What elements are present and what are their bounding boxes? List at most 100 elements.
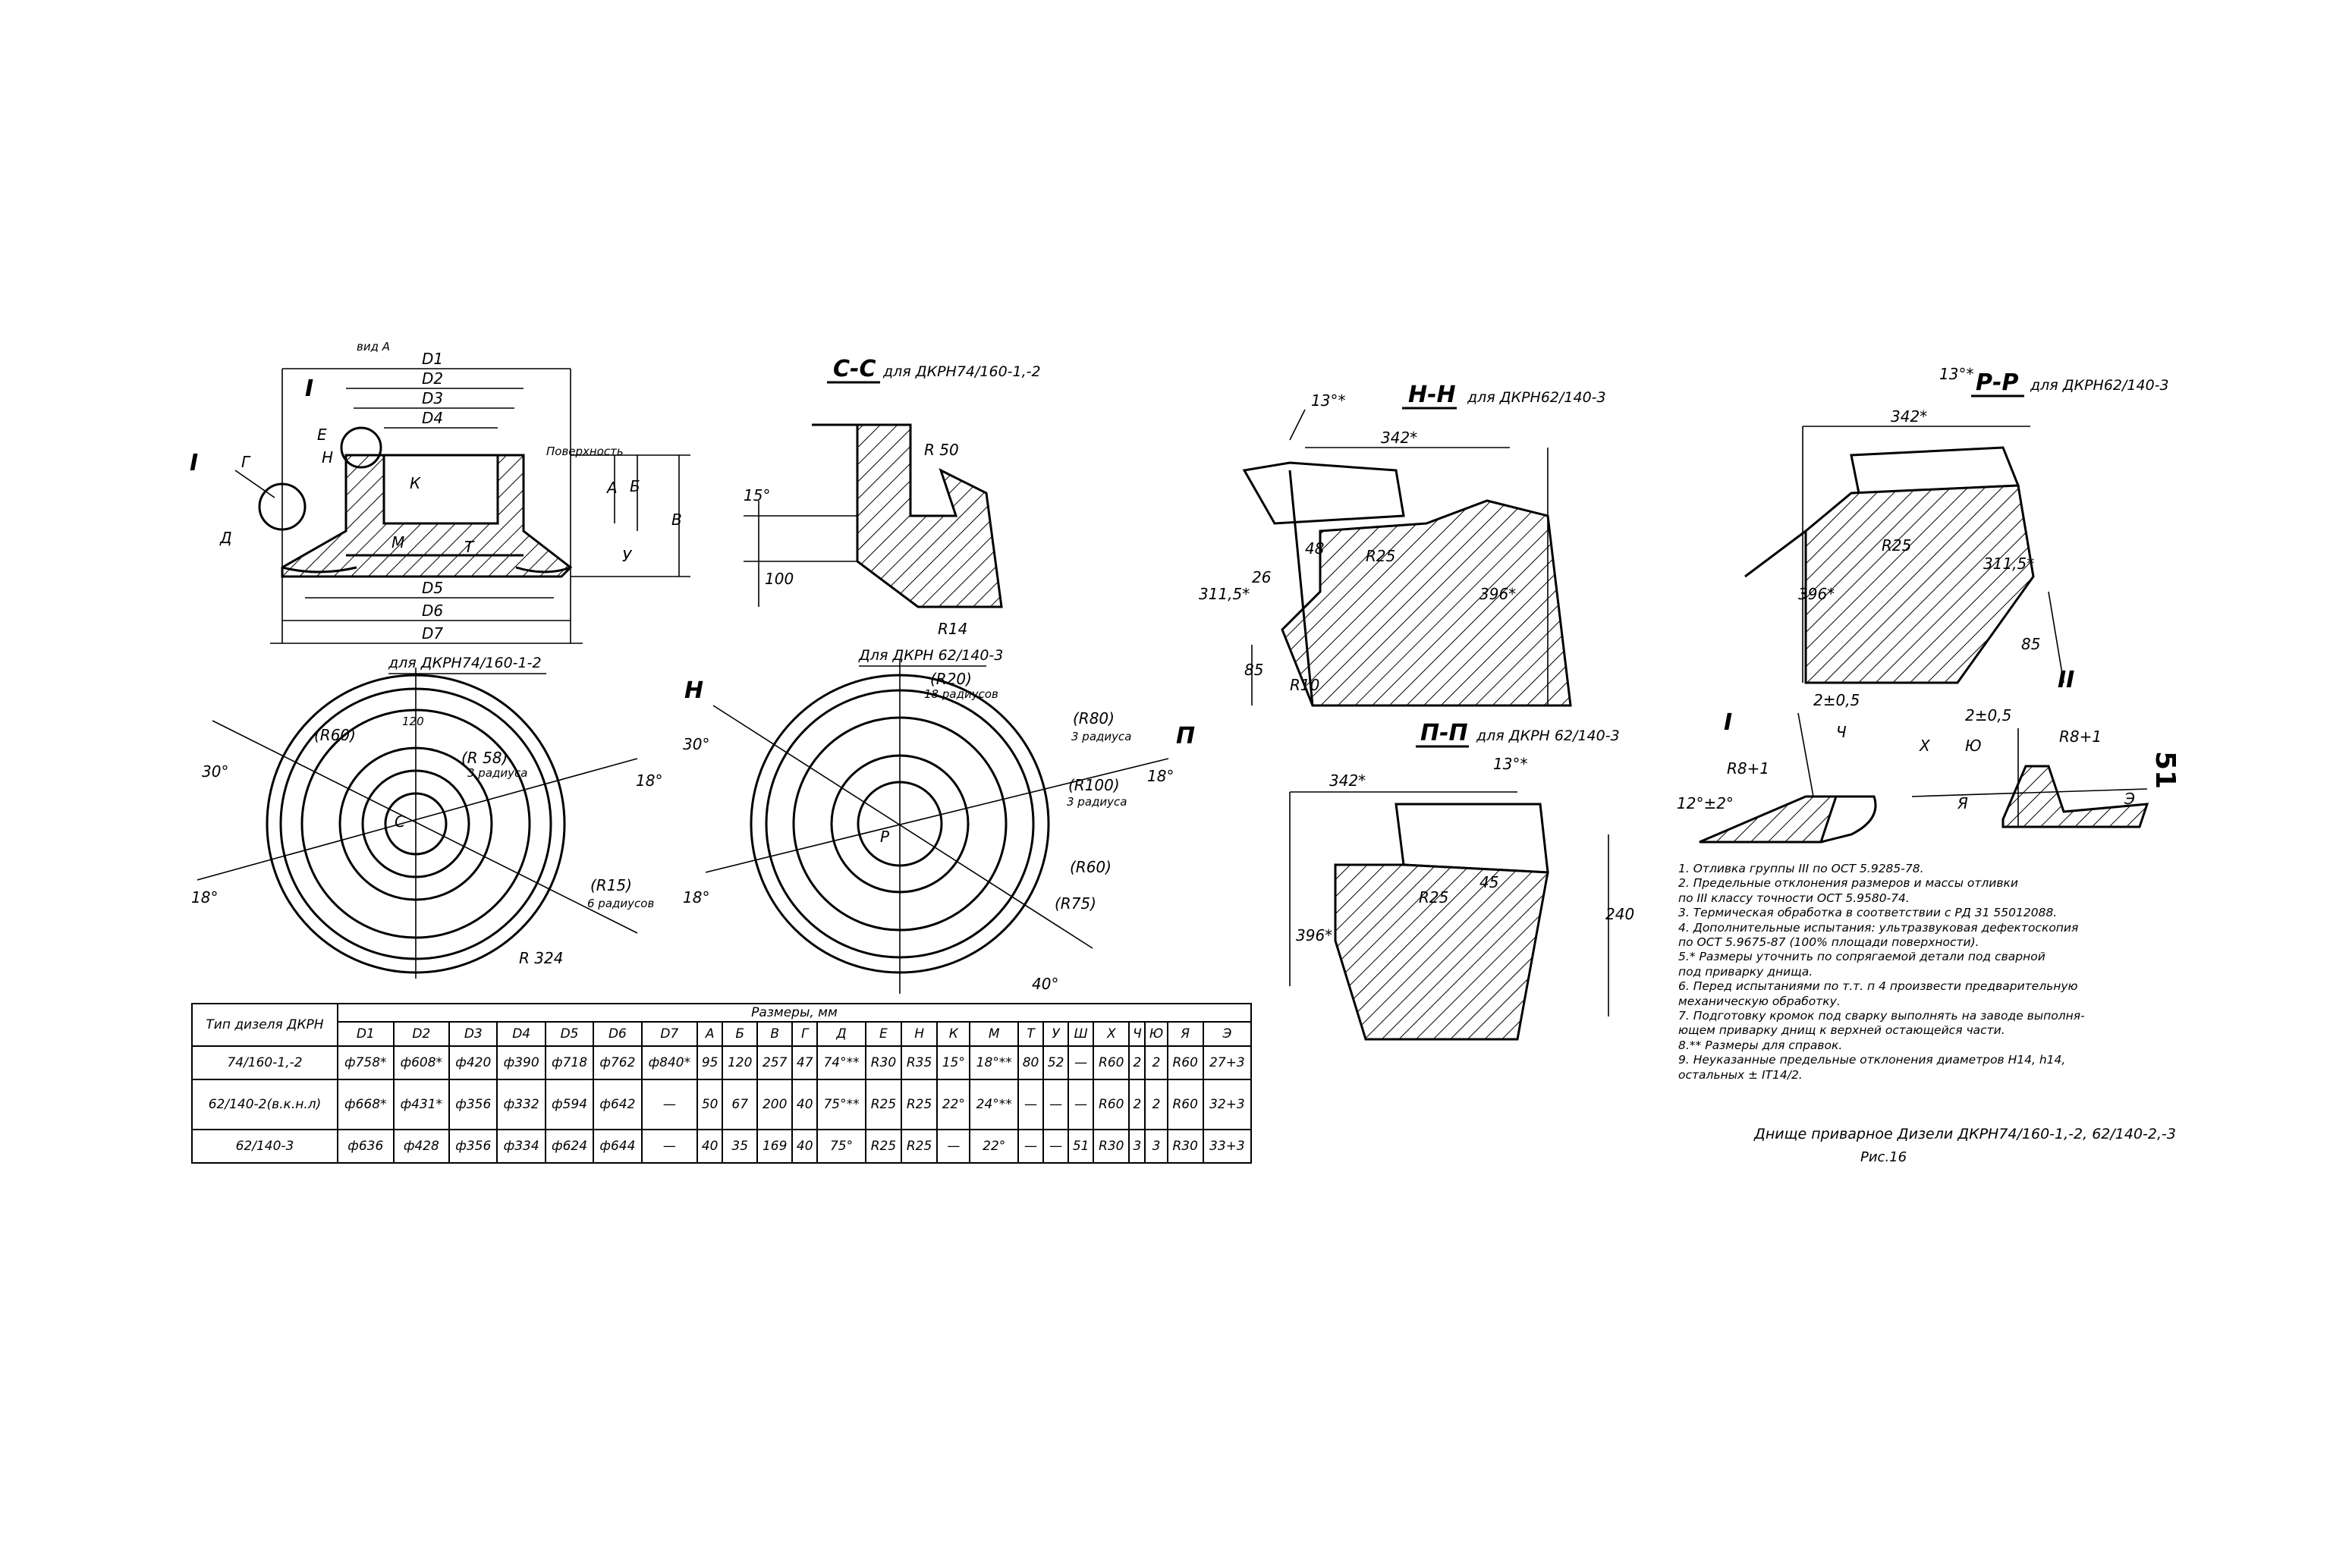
table-cell: 2 — [1144, 1079, 1168, 1130]
note-line: по III классу точности ОСТ 5.9580-74. — [1678, 891, 1910, 905]
table-cell: 120 — [722, 1045, 759, 1080]
drawing-caption: Днище приварное Дизели ДКРН74/160-1,-2, … — [1754, 1126, 2176, 1142]
plan-right-r80: (R80) — [1073, 709, 1115, 727]
table-cell: 169 — [756, 1129, 794, 1164]
table-cell: 75°** — [816, 1079, 866, 1130]
label-d1: D1 — [422, 350, 443, 368]
table-header-group: Размеры, мм — [337, 1003, 1252, 1023]
label-d2: D2 — [422, 369, 443, 388]
table-cell: 51 — [1068, 1129, 1095, 1164]
table-cell: — — [1042, 1079, 1070, 1130]
detail-ii-yu: Ю — [1965, 737, 1982, 755]
table-cell: 200 — [756, 1079, 794, 1130]
table-cell: 40 — [791, 1129, 819, 1164]
table-cell-type: 74/160-1,-2 — [191, 1045, 338, 1080]
pp-angle: 13°* — [1493, 755, 1527, 773]
label-d7: D7 — [422, 624, 443, 643]
table-header-type: Тип дизеля ДКРН — [191, 1003, 338, 1047]
label-k: К — [410, 474, 421, 492]
plan-right-r80sub: 3 радиуса — [1071, 730, 1131, 743]
table-col-header: D3 — [448, 1021, 498, 1047]
plan-right-r20: (R20) — [930, 670, 972, 688]
table-cell: 15° — [936, 1045, 971, 1080]
plan-view-left: для ДКРН74/160-1-2 30° 18° 18° (R 58) 3 … — [191, 655, 662, 979]
plan-right-r75: (R75) — [1055, 894, 1096, 913]
plan-left-title: для ДКРН74/160-1-2 — [388, 655, 542, 671]
note-line: 6. Перед испытаниями по т.т. п 4 произве… — [1678, 979, 2078, 994]
plan-left-a18a: 18° — [191, 888, 218, 907]
table-cell: R60 — [1166, 1079, 1204, 1130]
table-cell: ф668* — [337, 1079, 395, 1130]
table-cell: — — [1017, 1079, 1045, 1130]
plan-right-r: Р — [880, 828, 890, 846]
table-cell: 32+3 — [1202, 1079, 1253, 1130]
note-line: 5.* Размеры уточнить по сопрягаемой дета… — [1678, 950, 2045, 964]
table-cell: R25 — [864, 1129, 903, 1164]
table-col-header: Г — [791, 1021, 819, 1047]
pp-width: 342* — [1329, 771, 1366, 790]
label-b: Б — [630, 477, 640, 495]
pp-45: 45 — [1479, 873, 1498, 891]
table-cell: ф608* — [392, 1045, 451, 1080]
table-header-row: Тип дизеля ДКРН Размеры, мм — [191, 1003, 1252, 1047]
table-cell: — — [1042, 1129, 1070, 1164]
table-col-header: Х — [1093, 1021, 1130, 1047]
table-col-header: Ю — [1144, 1021, 1168, 1047]
detail-ii-ya: Я — [1957, 794, 1968, 812]
table-cell: ф594 — [544, 1079, 595, 1130]
label-d: Д — [219, 529, 232, 547]
vid-label: вид А — [357, 340, 390, 354]
table-col-header: Э — [1202, 1021, 1253, 1047]
table-cell: ф332 — [496, 1079, 546, 1130]
table-cell: 33+3 — [1202, 1129, 1253, 1164]
detail-ii: 2±0,5 R8+1 Ю Я Э — [1911, 706, 2149, 828]
table-col-header: D5 — [544, 1021, 595, 1047]
table-cell: 22° — [969, 1129, 1019, 1164]
plan-left-r58: (R 58) — [461, 749, 508, 767]
plan-right-r60: (R60) — [1070, 858, 1112, 876]
table-cell: 35 — [722, 1129, 759, 1164]
rr-311: 311,5* — [1983, 555, 2034, 573]
table-cell: 27+3 — [1202, 1045, 1253, 1080]
table-cell: ф428 — [392, 1129, 451, 1164]
cc-r14: R14 — [938, 620, 967, 638]
table-cell: 80 — [1017, 1045, 1045, 1080]
table-cell: ф644 — [593, 1129, 643, 1164]
table-cell: ф420 — [448, 1045, 498, 1080]
rr-height: 396* — [1798, 585, 1835, 603]
table-cell-type: 62/140-3 — [191, 1129, 338, 1164]
note-line: 8.** Размеры для справок. — [1678, 1038, 1843, 1052]
table-cell: R25 — [901, 1079, 939, 1130]
table-cell: R25 — [864, 1079, 903, 1130]
table-cell: 2 — [1128, 1045, 1146, 1080]
rr-angle: 13°* — [1939, 365, 1973, 383]
table-cell: R30 — [864, 1045, 903, 1080]
label-d5: D5 — [422, 579, 443, 597]
plan-right-r100sub: 3 радиуса — [1067, 795, 1127, 809]
roman-label-top: I — [305, 376, 313, 402]
detail-ii-e: Э — [2124, 790, 2135, 808]
table-col-header: Ш — [1068, 1021, 1095, 1047]
table-cell: 95 — [696, 1045, 724, 1080]
table-col-header: Б — [722, 1021, 759, 1047]
table-cell: 47 — [791, 1045, 819, 1080]
label-u: У — [622, 547, 633, 565]
table-col-header: D4 — [496, 1021, 546, 1047]
label-m: М — [391, 533, 404, 551]
note-line: 3. Термическая обработка в соответствии … — [1678, 906, 2058, 920]
plan-left-120: 120 — [402, 715, 424, 728]
table-col-header: Д — [816, 1021, 866, 1047]
table-col-header: Н — [901, 1021, 939, 1047]
cc-angle: 15° — [744, 486, 770, 504]
table-cell: 2 — [1128, 1079, 1146, 1130]
note-line: 7. Подготовку кромок под сварку выполнят… — [1678, 1009, 2085, 1023]
nn-width: 342* — [1381, 429, 1417, 447]
roman-label-left: I — [190, 450, 198, 476]
nn-48: 48 — [1305, 539, 1324, 558]
table-col-header: А — [696, 1021, 724, 1047]
label-d4: D4 — [422, 409, 443, 427]
cc-r50: R 50 — [924, 441, 959, 459]
note-line: 9. Неуказанные предельные отклонения диа… — [1678, 1053, 2066, 1067]
